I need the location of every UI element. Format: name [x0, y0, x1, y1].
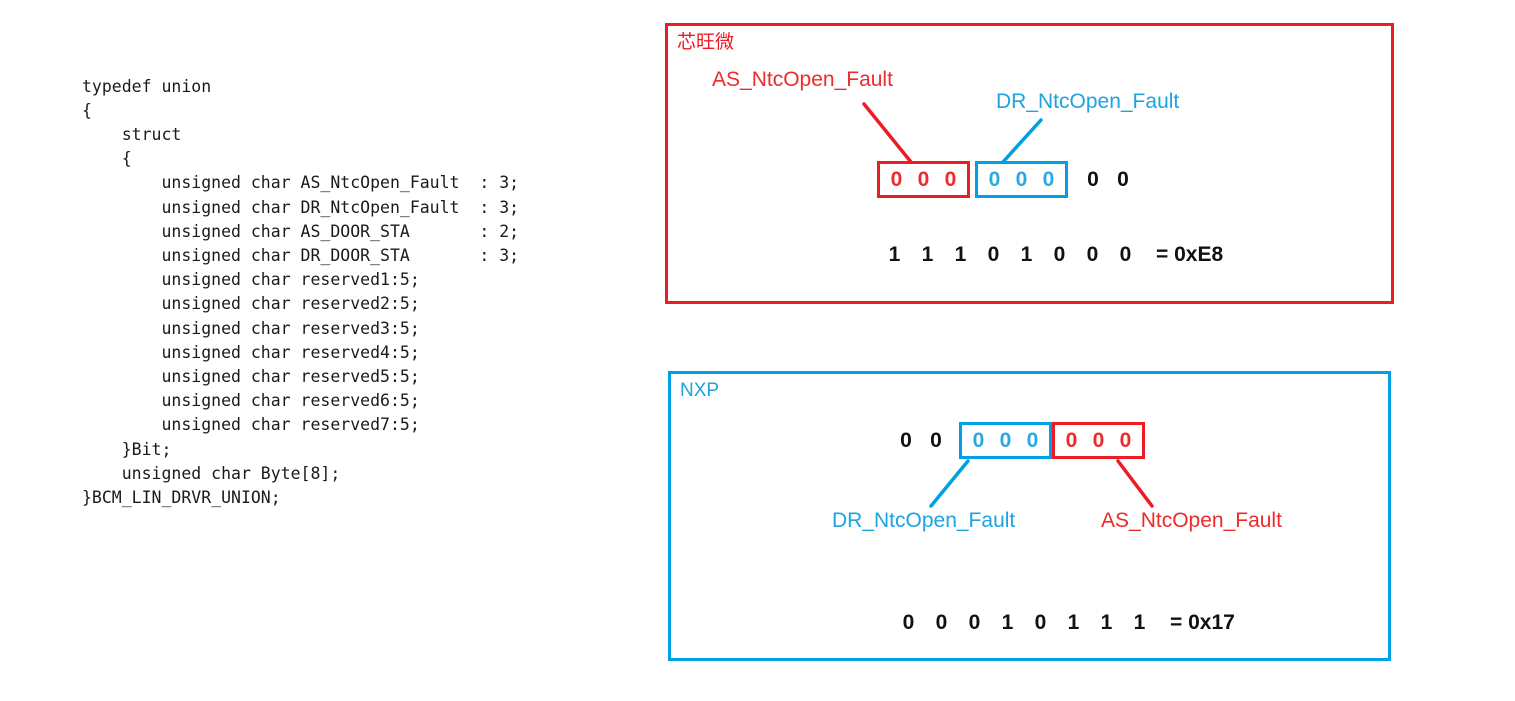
vendor-as-bit-group: 0 0 0 — [877, 161, 970, 198]
nxp-as-bit-group: 0 0 0 — [1052, 422, 1145, 459]
value-bit: 1 — [888, 243, 901, 266]
value-bit: 0 — [968, 611, 981, 634]
vendor-dr-field-label: DR_NtcOpen_Fault — [996, 90, 1180, 113]
value-bit: 0 — [1034, 611, 1047, 634]
value-bit: 1 — [921, 243, 934, 266]
bit-cell: 0 — [900, 429, 912, 452]
value-bit: 0 — [987, 243, 1000, 266]
value-bit: 1 — [1001, 611, 1014, 634]
bit-cell: 0 — [917, 168, 930, 191]
bit-cell: 0 — [944, 168, 957, 191]
bit-cell: 0 — [1042, 168, 1055, 191]
bit-cell: 0 — [1065, 429, 1078, 452]
bit-cell: 0 — [999, 429, 1012, 452]
value-bit: 0 — [935, 611, 948, 634]
vendor-value-row: 1 1 1 0 1 0 0 0 = 0xE8 — [878, 243, 1224, 266]
bit-cell: 0 — [1026, 429, 1039, 452]
nxp-hex-value: = 0x17 — [1170, 611, 1235, 634]
vendor-hex-value: = 0xE8 — [1156, 243, 1224, 266]
union-source-code: typedef union { struct { unsigned char A… — [82, 76, 520, 507]
bit-cell: 0 — [930, 429, 942, 452]
nxp-panel-title: NXP — [680, 380, 720, 401]
bit-cell: 0 — [1119, 429, 1132, 452]
vendor-as-field-label: AS_NtcOpen_Fault — [712, 68, 893, 91]
bit-cell: 0 — [1087, 168, 1099, 191]
nxp-bit-row: 0 0 0 0 0 0 0 0 — [891, 422, 1145, 459]
value-bit: 0 — [902, 611, 915, 634]
nxp-dr-bit-group: 0 0 0 — [959, 422, 1052, 459]
bit-cell: 0 — [1117, 168, 1129, 191]
nxp-dr-field-label: DR_NtcOpen_Fault — [832, 509, 1016, 532]
value-bit: 1 — [1100, 611, 1113, 634]
value-bit: 1 — [954, 243, 967, 266]
bit-cell: 0 — [1015, 168, 1028, 191]
value-bit: 1 — [1133, 611, 1146, 634]
value-bit: 1 — [1067, 611, 1080, 634]
value-bit: 0 — [1053, 243, 1066, 266]
vendor-panel-title: 芯旺微 — [677, 32, 735, 53]
vendor-bit-row: 0 0 0 0 0 0 0 0 — [877, 161, 1138, 198]
bit-cell: 0 — [988, 168, 1001, 191]
value-bit: 0 — [1086, 243, 1099, 266]
vendor-dr-bit-group: 0 0 0 — [975, 161, 1068, 198]
bit-cell: 0 — [890, 168, 903, 191]
bit-cell: 0 — [972, 429, 985, 452]
nxp-value-row: 0 0 0 1 0 1 1 1 = 0x17 — [892, 612, 1235, 633]
value-bit: 1 — [1020, 243, 1033, 266]
value-bit: 0 — [1119, 243, 1132, 266]
nxp-panel: NXP — [668, 371, 1391, 661]
bit-cell: 0 — [1092, 429, 1105, 452]
nxp-as-field-label: AS_NtcOpen_Fault — [1101, 509, 1282, 532]
